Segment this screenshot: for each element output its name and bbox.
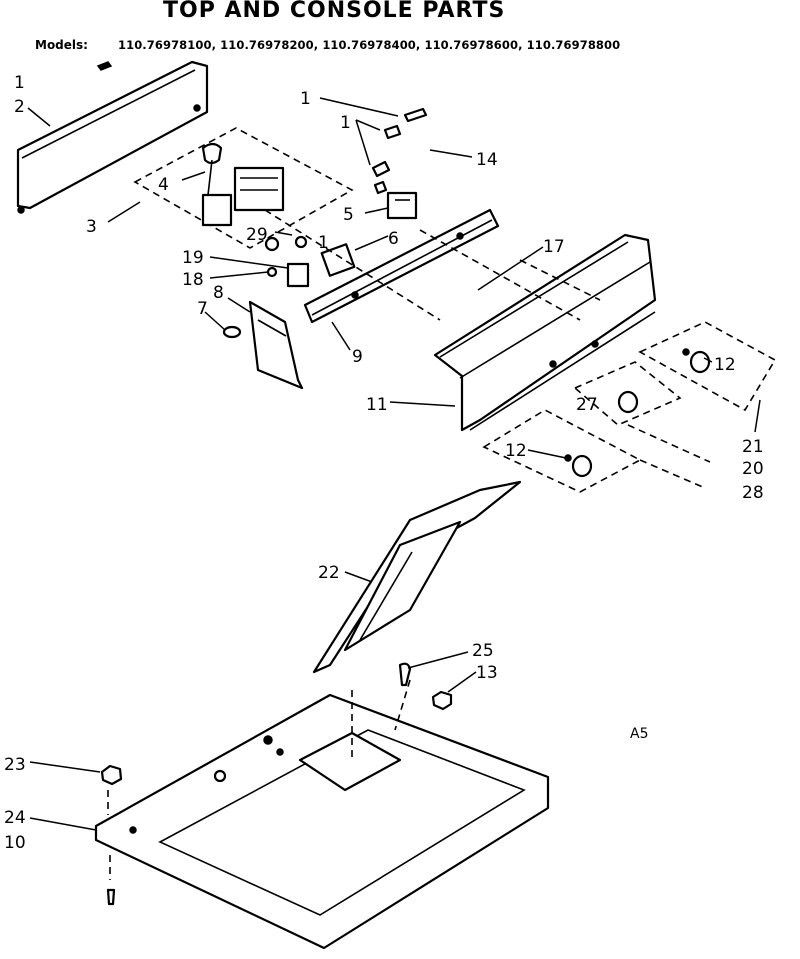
callout-20: 20 [742, 459, 764, 479]
knob-parts [564, 348, 711, 478]
control-bracket-part [133, 127, 354, 249]
switch-part [386, 191, 418, 220]
leader-lines [27, 97, 761, 831]
models-label: Models: [35, 38, 88, 52]
models-list: 110.76978100, 110.76978200, 110.76978400… [118, 38, 621, 52]
callout-12-right: 12 [714, 355, 736, 375]
end-cap-part [222, 300, 304, 390]
callout-14: 14 [476, 150, 498, 170]
callout-24: 24 [4, 808, 26, 828]
assembly-lines [107, 209, 711, 880]
fasteners [100, 662, 453, 906]
page-title: TOP AND CONSOLE PARTS [163, 0, 506, 23]
callout-19: 19 [182, 248, 204, 268]
callout-1-clip: 1 [340, 113, 351, 133]
callout-8: 8 [213, 283, 224, 303]
callout-22: 22 [318, 563, 340, 583]
callout-27: 27 [576, 395, 598, 415]
callout-13: 13 [476, 663, 498, 683]
callout-17: 17 [543, 237, 565, 257]
callout-23: 23 [4, 755, 26, 775]
callout-5: 5 [343, 205, 354, 225]
callout-6: 6 [388, 229, 399, 249]
rear-panel-part [16, 60, 209, 214]
callout-12-lower: 12 [505, 441, 527, 461]
callout-9: 9 [352, 347, 363, 367]
drawing-code: A5 [630, 726, 648, 742]
callout-1-panel: 1 [14, 73, 25, 93]
callout-21: 21 [742, 437, 764, 457]
callout-28: 28 [742, 483, 764, 503]
small-components [264, 107, 428, 288]
callout-7: 7 [197, 299, 208, 319]
callout-3: 3 [86, 217, 97, 237]
lint-housing-part [312, 480, 522, 674]
callout-4: 4 [158, 175, 169, 195]
console-part [433, 233, 657, 432]
callout-29: 29 [246, 225, 268, 245]
callout-10: 10 [4, 833, 26, 853]
callout-2: 2 [14, 97, 25, 117]
callout-25: 25 [472, 641, 494, 661]
callout-18: 18 [182, 270, 204, 290]
dryer-top-part [94, 693, 550, 950]
callout-1-bracket: 1 [318, 233, 329, 253]
callout-1-screw: 1 [300, 89, 311, 109]
callout-11: 11 [366, 395, 388, 415]
rail-bracket-part [303, 208, 500, 324]
